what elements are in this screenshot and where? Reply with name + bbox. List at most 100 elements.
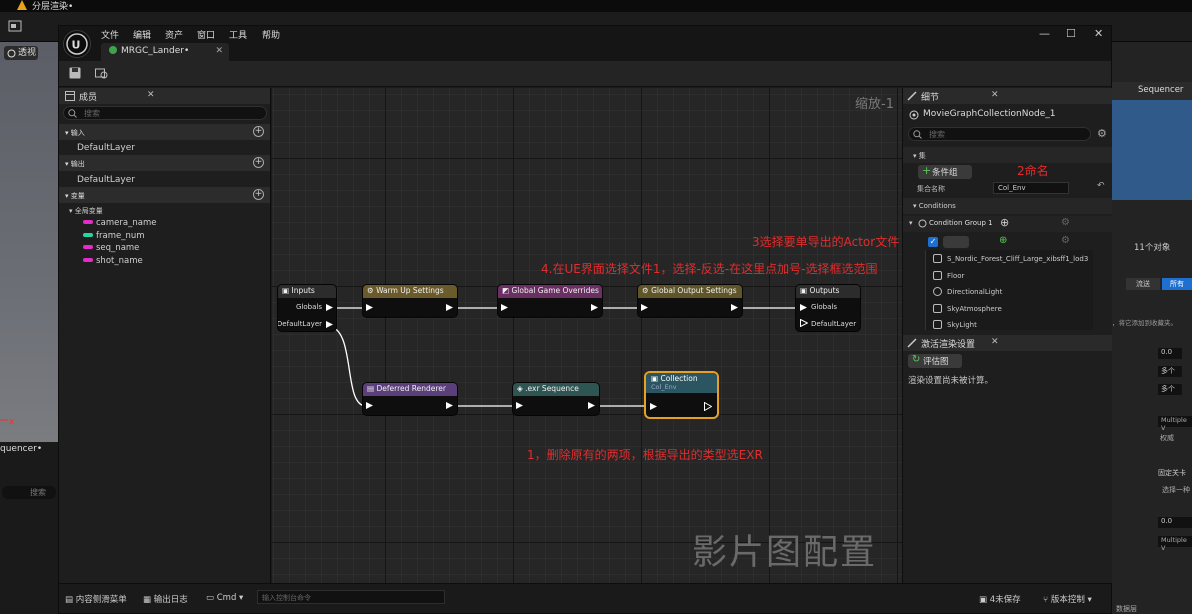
game-overrides-in-pin[interactable]	[501, 304, 508, 311]
menu-window[interactable]: 窗口	[197, 31, 216, 41]
maximize-icon[interactable]: ☐	[1066, 27, 1076, 40]
menu-file[interactable]: 文件	[101, 31, 120, 41]
global-output-settings-node[interactable]: ⚙ Global Output Settings	[638, 285, 742, 317]
browse-icon[interactable]	[95, 67, 109, 79]
collection-section[interactable]: ▾ 集	[903, 147, 1112, 163]
variable-camera-name[interactable]: camera_name	[83, 218, 156, 228]
streaming-filter[interactable]: 流送	[1126, 278, 1160, 290]
inputs-node[interactable]: ▣ Inputs Globals DefaultLayer	[278, 285, 336, 331]
global-game-overrides-node[interactable]: ◩ Global Game Overrides	[498, 285, 602, 317]
condition-group-row[interactable]: ▾ Condition Group 1 ⊕ ⚙	[903, 216, 1113, 232]
close-tab-icon[interactable]: ✕	[215, 46, 223, 56]
menu-edit[interactable]: 编辑	[133, 31, 152, 41]
condition-group-options-icon[interactable]: ⚙	[1061, 217, 1070, 228]
document-tab[interactable]: MRGC_Lander• ✕	[101, 43, 229, 61]
collection-in-pin[interactable]	[650, 403, 657, 410]
close-window-icon[interactable]: ✕	[1094, 27, 1104, 40]
deferred-renderer-node[interactable]: ▤ Deferred Renderer	[363, 383, 457, 415]
add-variable-icon[interactable]: +	[253, 189, 264, 200]
add-condition-icon[interactable]: ⊕	[1000, 216, 1010, 229]
sequencer-search[interactable]: 搜索	[2, 486, 56, 499]
variable-seq-name[interactable]: seq_name	[83, 243, 139, 253]
menu-asset[interactable]: 资产	[165, 31, 184, 41]
actor-item-sky-atmosphere[interactable]: SkyAtmosphere	[933, 304, 1002, 313]
add-output-icon[interactable]: +	[253, 157, 264, 168]
cmd-icon: ▭	[206, 593, 217, 603]
actor-item-cliff[interactable]: S_Nordic_Forest_Cliff_Large_xibsff1_lod3	[933, 254, 1088, 263]
condition-options-icon[interactable]: ⚙	[1061, 235, 1070, 246]
input-default-layer[interactable]: DefaultLayer	[77, 143, 135, 153]
sequencer-tab[interactable]: Sequencer	[1112, 82, 1192, 100]
warm-up-out-pin[interactable]	[446, 304, 453, 311]
actor-item-directional-light[interactable]: DirectionalLight	[933, 287, 1002, 296]
exr-in-pin[interactable]	[516, 402, 523, 409]
actor-item-floor[interactable]: Floor	[933, 271, 964, 280]
cmd-dropdown[interactable]: ▭ Cmd ▾	[206, 593, 244, 603]
warm-up-in-pin[interactable]	[366, 304, 373, 311]
variable-frame-num[interactable]: frame_num	[83, 231, 145, 241]
inputs-globals-pin[interactable]	[326, 304, 333, 311]
warm-up-settings-node[interactable]: ⚙ Warm Up Settings	[363, 285, 457, 317]
graph-canvas[interactable]: 缩放-1 影片图配置 ▣ Inputs Globals DefaultLayer…	[272, 88, 902, 583]
add-query-icon[interactable]: ⊕	[999, 235, 1008, 246]
multiple-values-field-1[interactable]: Multiple V	[1158, 416, 1192, 432]
enabled-checkbox[interactable]: ✓	[928, 237, 938, 247]
output-settings-out-pin[interactable]	[731, 304, 738, 311]
variables-section[interactable]: ▾ 变量 +	[59, 187, 270, 203]
menu-help[interactable]: 帮助	[262, 31, 281, 41]
value-field-1[interactable]: 0.0	[1158, 348, 1182, 359]
exr-out-pin[interactable]	[588, 402, 595, 409]
output-log-button[interactable]: ▦ 输出日志	[143, 595, 188, 605]
output-settings-in-pin[interactable]	[641, 304, 648, 311]
close-members-icon[interactable]: ✕	[147, 90, 155, 100]
members-search[interactable]: 搜索	[63, 106, 267, 120]
inputs-defaultlayer-pin[interactable]	[326, 321, 333, 328]
deferred-in-pin[interactable]	[366, 402, 373, 409]
level-viewport[interactable]: x	[0, 42, 58, 442]
value-field-3[interactable]: 多个	[1158, 384, 1182, 395]
details-search[interactable]: 搜索	[908, 127, 1091, 141]
outer-title-bar: 分层渲染•	[0, 0, 1192, 12]
inputs-node-header: ▣ Inputs	[278, 285, 336, 298]
outputs-globals-pin[interactable]	[800, 304, 807, 311]
details-settings-gear-icon[interactable]: ⚙	[1097, 127, 1107, 140]
unsaved-indicator[interactable]: ▣ 4未保存	[979, 595, 1021, 605]
menu-tools[interactable]: 工具	[229, 31, 248, 41]
outliner-icon[interactable]	[8, 20, 22, 32]
variable-shot-name[interactable]: shot_name	[83, 256, 143, 266]
console-command-input[interactable]: 输入控制台命令	[257, 590, 445, 604]
outputs-defaultlayer-pin[interactable]	[800, 319, 808, 327]
select-one-label[interactable]: 选择一种	[1162, 486, 1190, 494]
game-overrides-out-pin[interactable]	[591, 304, 598, 311]
output-default-layer[interactable]: DefaultLayer	[77, 175, 135, 185]
outputs-section[interactable]: ▾ 输出 +	[59, 155, 270, 171]
conditions-section[interactable]: ▾ Conditions	[903, 198, 1112, 214]
multiple-values-field-2[interactable]: Multiple V	[1158, 536, 1192, 552]
minimize-icon[interactable]: —	[1039, 27, 1050, 40]
collection-name-input[interactable]: Col_Env	[993, 182, 1069, 194]
content-drawer-button[interactable]: ▤ 内容侧滑菜单	[65, 595, 127, 605]
deferred-out-pin[interactable]	[446, 402, 453, 409]
operation-dropdown[interactable]	[943, 236, 969, 248]
global-variables-label[interactable]: ▾ 全局变量	[69, 207, 103, 215]
sequencer-tab-label[interactable]: quencer•	[0, 444, 43, 454]
save-icon[interactable]	[69, 67, 81, 79]
value-field-4[interactable]: 0.0	[1158, 517, 1192, 528]
add-condition-group-button[interactable]: +条件组	[918, 164, 972, 179]
close-render-settings-icon[interactable]: ✕	[991, 337, 999, 347]
perspective-button[interactable]: 透视	[4, 46, 38, 60]
collection-out-pin[interactable]	[704, 402, 712, 411]
evaluate-graph-button[interactable]: ↻评估图	[908, 354, 962, 368]
all-filter[interactable]: 所有	[1162, 278, 1192, 290]
add-input-icon[interactable]: +	[253, 126, 264, 137]
condition-row[interactable]: ✓ ⊕ ⚙	[903, 234, 1113, 250]
close-details-icon[interactable]: ✕	[991, 90, 999, 100]
inputs-section[interactable]: ▾ 输入 +	[59, 124, 270, 140]
actor-item-sky-light[interactable]: SkyLight	[933, 320, 977, 329]
collection-node[interactable]: ▣ Collection Col_Env	[646, 373, 717, 417]
exr-sequence-node[interactable]: ◈ .exr Sequence	[513, 383, 599, 415]
outputs-node[interactable]: ▣ Outputs Globals DefaultLayer	[796, 285, 860, 331]
version-control-button[interactable]: ⑂ 版本控制 ▾	[1043, 595, 1092, 605]
reset-icon[interactable]: ↶	[1097, 181, 1105, 191]
value-field-2[interactable]: 多个	[1158, 366, 1182, 377]
